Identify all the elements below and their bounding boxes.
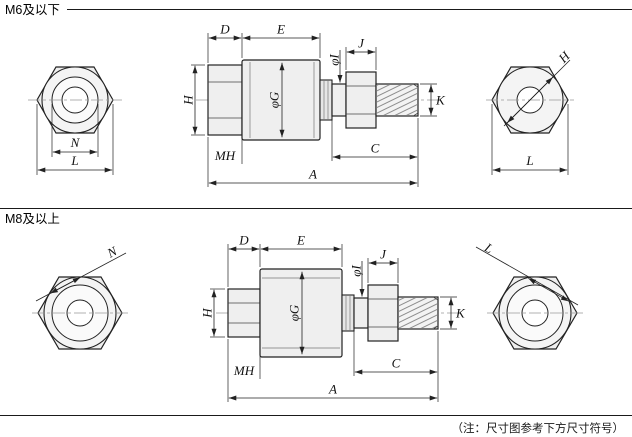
drawing-m8: N — [32, 233, 583, 402]
section-title-m6: M6及以下 — [5, 2, 60, 17]
m6-dim-phi-i: φI — [327, 50, 343, 83]
dim-label-d: D — [238, 233, 249, 248]
dim-label-end-l: L — [525, 153, 533, 168]
dim-label-mh: MH — [233, 363, 255, 378]
m8-dim-c: C — [353, 330, 439, 376]
dim-label-end-l: L — [481, 239, 496, 256]
m6-dim-j: J — [345, 36, 377, 70]
dim-label-n: N — [104, 243, 121, 261]
dim-label-a: A — [328, 382, 337, 397]
section-header-m8: M8及以上 — [0, 209, 632, 226]
dim-label-end-h: H — [555, 48, 573, 66]
m6-dim-a: A — [207, 137, 419, 187]
footer-divider — [0, 415, 632, 416]
m6-front-view: N L — [28, 66, 122, 175]
dim-label-k: K — [435, 93, 446, 108]
m6-dim-d: D — [207, 22, 243, 63]
dim-label-phi-i: φI — [349, 265, 364, 277]
m6-dim-h: H — [181, 64, 205, 136]
m6-dim-phi-g: φG — [267, 62, 285, 138]
dim-label-h: H — [200, 308, 215, 319]
section-title-m8: M8及以上 — [5, 211, 60, 226]
m8-dim-mh: MH — [233, 339, 261, 379]
dim-label-c: C — [371, 141, 380, 156]
section-header-m6: M6及以下 — [0, 0, 632, 17]
dim-label-e: E — [276, 22, 285, 37]
dim-label-j: J — [358, 36, 365, 51]
m6-dim-c: C — [331, 118, 419, 161]
m6-front-dim-l: L — [36, 104, 114, 175]
m8-dim-k: K — [440, 296, 466, 330]
m8-dim-d: D — [227, 233, 261, 287]
m8-front-view: N — [32, 243, 128, 350]
section-divider — [0, 208, 632, 209]
m6-dim-mh: MH — [214, 137, 243, 164]
m6-dim-k: K — [420, 83, 446, 117]
m8-dim-phi-i: φI — [349, 261, 365, 297]
m6-front-dim-n: N — [51, 104, 99, 157]
m6-side-view: D E J φI — [181, 22, 446, 187]
dim-label-a: A — [308, 167, 317, 182]
dim-label-l: L — [70, 153, 78, 168]
m8-side-view: D E J φI — [200, 233, 466, 402]
m8-dim-a: A — [227, 339, 439, 402]
dim-label-h: H — [181, 95, 196, 106]
dim-label-mh: MH — [214, 148, 236, 163]
dim-label-j: J — [380, 247, 387, 262]
dim-label-phi-g: φG — [287, 304, 302, 321]
dim-label-d: D — [219, 22, 230, 37]
m8-dim-h: H — [200, 288, 225, 338]
m6-dim-e: E — [242, 22, 321, 58]
dim-label-k: K — [455, 306, 466, 321]
m8-dim-phi-g: φG — [287, 271, 305, 355]
m8-dim-j: J — [367, 247, 399, 283]
footnote: （注：尺寸图参考下方尺寸符号） — [451, 423, 625, 435]
header-rule-m6 — [66, 9, 632, 10]
m6-end-view: H L — [486, 48, 574, 175]
m8-dim-e: E — [260, 233, 343, 267]
m8-end-view: L — [475, 239, 583, 350]
dim-label-phi-g: φG — [267, 91, 282, 108]
drawing-m6: N L — [28, 22, 574, 187]
dim-label-e: E — [296, 233, 305, 248]
dim-label-n: N — [70, 135, 81, 150]
m6-end-dim-l: L — [491, 104, 569, 175]
dim-label-phi-i: φI — [327, 54, 342, 66]
dim-label-c: C — [392, 356, 401, 371]
